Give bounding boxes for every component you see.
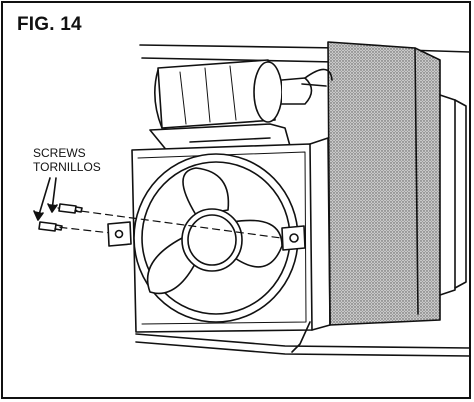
screws-callout: SCREWS TORNILLOS xyxy=(33,146,101,174)
side-panel xyxy=(327,41,441,326)
mounting-tab-left xyxy=(107,221,132,247)
base-plate xyxy=(135,333,471,349)
side-panel-edge xyxy=(414,47,419,315)
screw-lower xyxy=(38,221,63,232)
fan-hub xyxy=(181,208,243,272)
screw-upper xyxy=(58,203,83,214)
motor xyxy=(154,59,333,129)
callout-label-english: SCREWS xyxy=(33,146,86,160)
callout-arrow-2 xyxy=(37,177,51,219)
screw-guide-line xyxy=(57,207,297,241)
mounting-tab-right xyxy=(281,225,306,251)
callout-label-spanish: TORNILLOS xyxy=(33,160,101,174)
figure-label: FIG. 14 xyxy=(17,14,82,35)
chassis-top-rear xyxy=(141,57,336,63)
